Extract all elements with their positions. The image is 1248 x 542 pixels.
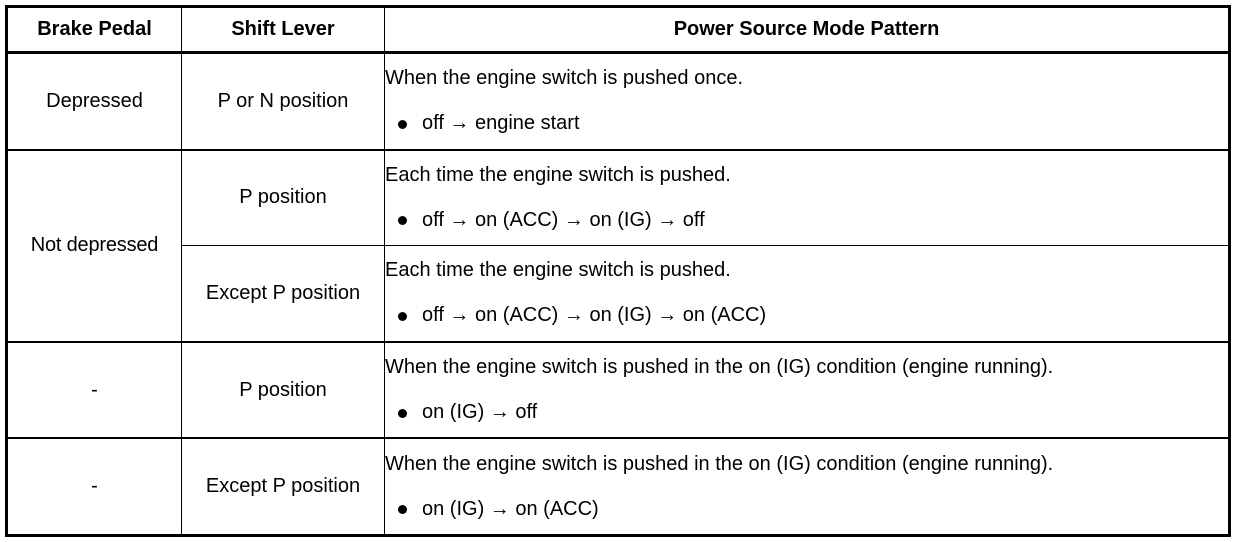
cell-power-source-mode-pattern: Each time the engine switch is pushed. o… [384, 245, 1230, 343]
mode-description: When the engine switch is pushed in the … [385, 452, 1054, 475]
cell-power-source-mode-pattern: Each time the engine switch is pushed. o… [384, 148, 1230, 247]
mode-description: Each time the engine switch is pushed. [385, 163, 731, 186]
mode-bullet-text: off → engine start [422, 112, 580, 135]
mode-bullet-item: off → on (ACC) → on (IG) → on (ACC) [385, 304, 1228, 327]
shift-lever-value: Except P position [205, 281, 361, 304]
table-row: Except P position Each time the engine s… [7, 245, 1230, 343]
mode-description: When the engine switch is pushed once. [385, 67, 743, 90]
cell-brake-pedal: - [6, 437, 182, 537]
mode-bullet-item: off → on (ACC) → on (IG) → off [385, 209, 1228, 232]
column-header-power-source-mode-pattern: Power Source Mode Pattern [384, 6, 1230, 54]
cell-shift-lever: Except P position [181, 437, 385, 537]
table-row: - P position When the engine switch is p… [6, 340, 1230, 439]
power-source-mode-table-container: Brake Pedal Shift Lever Power Source Mod… [5, 5, 1231, 537]
cell-brake-pedal: - [6, 340, 182, 439]
bullet-icon [398, 505, 407, 515]
brake-pedal-value: Depressed [46, 89, 143, 112]
mode-bullet-item: on (IG) → off [385, 401, 1228, 424]
mode-bullet-text: on (IG) → on (ACC) [422, 497, 599, 520]
cell-shift-lever: P or N position [181, 51, 385, 151]
mode-bullet-text: off → on (ACC) → on (IG) → on (ACC) [422, 304, 767, 327]
cell-brake-pedal: Depressed [6, 51, 182, 151]
bullet-icon [398, 408, 407, 418]
shift-lever-value: P or N position [217, 89, 349, 112]
cell-power-source-mode-pattern: When the engine switch is pushed in the … [384, 437, 1230, 537]
shift-lever-value: P position [239, 186, 327, 209]
cell-shift-lever: Except P position [181, 245, 385, 343]
column-header-shift-lever: Shift Lever [181, 6, 385, 54]
table-header-row: Brake Pedal Shift Lever Power Source Mod… [6, 6, 1230, 54]
table-row: - Except P position When the engine swit… [6, 437, 1230, 537]
column-header-brake-pedal: Brake Pedal [6, 6, 182, 54]
table-row: Not depressed P position Each time the e… [6, 148, 1230, 343]
mode-bullet-item: off → engine start [385, 112, 1228, 135]
mode-bullet-text: off → on (ACC) → on (IG) → off [422, 208, 705, 231]
brake-pedal-value: - [91, 475, 98, 498]
cell-shift-lever: P position [181, 340, 385, 439]
cell-power-source-mode-pattern: When the engine switch is pushed in the … [384, 340, 1230, 439]
mode-description: Each time the engine switch is pushed. [385, 259, 731, 282]
shift-lever-value: Except P position [205, 475, 361, 498]
bullet-icon [398, 216, 407, 226]
mode-description: When the engine switch is pushed in the … [385, 356, 1054, 379]
mode-bullet-text: on (IG) → off [422, 401, 538, 424]
brake-pedal-value: Not depressed [30, 234, 159, 257]
cell-shift-lever: P position [181, 148, 385, 247]
table-row: Depressed P or N position When the engin… [6, 51, 1230, 151]
power-source-mode-table: Brake Pedal Shift Lever Power Source Mod… [5, 5, 1231, 537]
shift-lever-value: P position [239, 378, 327, 401]
brake-pedal-value: - [91, 378, 98, 401]
mode-bullet-item: on (IG) → on (ACC) [385, 498, 1228, 521]
bullet-icon [398, 311, 407, 321]
cell-brake-pedal: Not depressed [6, 148, 182, 343]
bullet-icon [398, 119, 407, 129]
cell-power-source-mode-pattern: When the engine switch is pushed once. o… [384, 51, 1230, 151]
